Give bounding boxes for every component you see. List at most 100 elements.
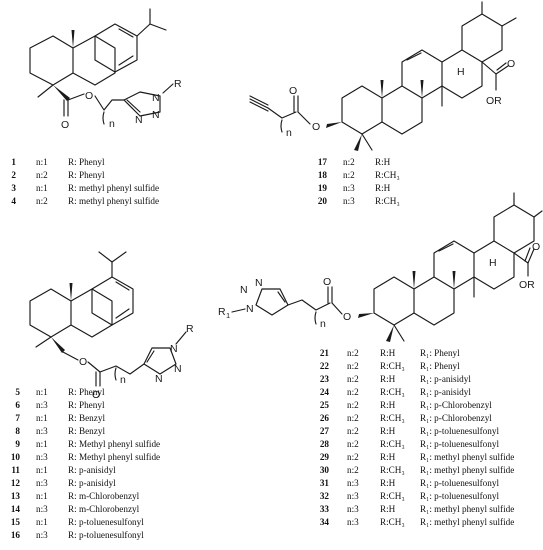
compound-r1-group: R₁: p-anisidyl bbox=[420, 374, 471, 384]
compound-row: 14 n:3 R: m-Chlorobenzyl bbox=[6, 503, 226, 516]
structure-oleanolic-alkyne-ester: H O OR O O n bbox=[249, 1, 517, 151]
label-r1-21-34: R bbox=[218, 306, 226, 318]
compound-n-value: n:3 bbox=[36, 504, 48, 514]
compound-n-value: n:2 bbox=[347, 374, 359, 384]
compound-number: 1 bbox=[11, 157, 16, 167]
compound-n-value: n:2 bbox=[36, 196, 48, 206]
compound-number: 7 bbox=[15, 413, 20, 423]
compound-n-value: n:3 bbox=[36, 400, 48, 410]
compound-n-value: n:3 bbox=[347, 478, 359, 488]
compound-number: 30 bbox=[319, 465, 329, 475]
compound-n-value: n:2 bbox=[347, 400, 359, 410]
compound-n-value: n:3 bbox=[36, 530, 48, 540]
compound-n-value: n:2 bbox=[347, 465, 359, 475]
compound-n-value: n:2 bbox=[347, 439, 359, 449]
compound-r1-group: R₁: methyl phenyl sulfide bbox=[420, 465, 515, 475]
atom-n1-5-16: N bbox=[170, 343, 178, 355]
compound-r-group: R:CH₃ bbox=[380, 361, 405, 371]
compound-r-group: R: methyl phenyl sulfide bbox=[68, 183, 160, 193]
atom-n2-21-34: N bbox=[240, 284, 248, 296]
compound-n-value: n:3 bbox=[347, 491, 359, 501]
compound-row: 19 n:3 R:H bbox=[313, 182, 453, 195]
compound-r-group: R:CH₃ bbox=[380, 491, 405, 501]
compound-row: 13 n:1 R: m-Chlorobenzyl bbox=[6, 490, 226, 503]
compound-r-group: R: Phenyl bbox=[68, 157, 105, 167]
compound-number: 28 bbox=[319, 439, 329, 449]
compound-r-group: R: p-toluenesulfonyl bbox=[68, 517, 144, 527]
compound-number: 26 bbox=[319, 413, 329, 423]
label-n-5-16: n bbox=[120, 374, 126, 386]
compound-n-value: n:1 bbox=[36, 491, 48, 501]
compound-number: 2 bbox=[11, 170, 16, 180]
atom-o-carbonyl-c3: O bbox=[289, 85, 297, 97]
atom-h-17-20: H bbox=[457, 66, 465, 78]
atom-o-carbonyl-21-34: O bbox=[532, 241, 540, 253]
compound-r1-group: R₁: p-Chlorobenzyl bbox=[420, 413, 492, 423]
compound-number: 8 bbox=[15, 426, 20, 436]
compound-row: 22 n:2 R:CH₃ R₁: Phenyl bbox=[315, 360, 540, 373]
compound-row: 4 n:2 R: methyl phenyl sulfide bbox=[6, 195, 216, 208]
compound-r-group: R:H bbox=[380, 452, 396, 462]
compound-row: 2 n:2 R: Phenyl bbox=[6, 169, 216, 182]
compound-row: 10 n:3 R: Methyl phenyl sulfide bbox=[6, 451, 226, 464]
atom-o-carbonyl-5-16: O bbox=[92, 389, 100, 401]
compound-row: 25 n:2 R:H R₁: p-Chlorobenzyl bbox=[315, 399, 540, 412]
label-or-17-20: OR bbox=[486, 95, 502, 107]
compound-r1-group: R₁: p-toluenesulfonyl bbox=[420, 426, 499, 436]
atom-o-c3-ester: O bbox=[312, 121, 320, 133]
compound-row: 3 n:1 R: methyl phenyl sulfide bbox=[6, 182, 216, 195]
compound-r-group: R: Benzyl bbox=[68, 413, 106, 423]
compound-n-value: n:2 bbox=[347, 348, 359, 358]
compound-row: 7 n:1 R: Benzyl bbox=[6, 412, 226, 425]
compound-n-value: n:2 bbox=[36, 170, 48, 180]
compound-number: 11 bbox=[11, 465, 20, 475]
atom-o-carbonyl-17-20: O bbox=[507, 58, 515, 70]
compound-r1-group: R₁: p-anisidyl bbox=[420, 387, 471, 397]
compound-r-group: R:H bbox=[380, 426, 396, 436]
compound-r-group: R: methyl phenyl sulfide bbox=[68, 196, 160, 206]
compound-n-value: n:3 bbox=[343, 196, 355, 206]
compound-r-group: R:CH₃ bbox=[375, 196, 400, 206]
compound-number: 9 bbox=[15, 439, 20, 449]
compound-n-value: n:2 bbox=[347, 387, 359, 397]
label-n-1-4: n bbox=[109, 118, 115, 130]
compound-r1-group: R₁: Phenyl bbox=[420, 348, 460, 358]
compound-n-value: n:2 bbox=[343, 170, 355, 180]
compound-n-value: n:3 bbox=[36, 452, 48, 462]
compound-number: 3 bbox=[11, 183, 16, 193]
compound-row: 12 n:3 R: p-anisidyl bbox=[6, 477, 226, 490]
label-or-21-34: OR bbox=[519, 279, 535, 291]
compound-row: 17 n:2 R:H bbox=[313, 156, 453, 169]
atom-n2: N bbox=[152, 109, 160, 121]
compound-number: 17 bbox=[317, 157, 327, 167]
label-r-1-4: R bbox=[174, 78, 182, 90]
compound-list-1-4: 1 n:1 R: Phenyl 2 n:2 R: Phenyl 3 n:1 R:… bbox=[6, 156, 216, 208]
compound-n-value: n:2 bbox=[347, 361, 359, 371]
compound-row: 9 n:1 R: Methyl phenyl sulfide bbox=[6, 438, 226, 451]
atom-o-ester: O bbox=[85, 90, 93, 102]
compound-r1-group: R₁: p-toluenesulfonyl bbox=[420, 478, 499, 488]
compound-r-group: R:H bbox=[380, 348, 396, 358]
compound-r-group: R: Phenyl bbox=[68, 170, 105, 180]
compound-number: 32 bbox=[319, 491, 329, 501]
atom-n3-21-34: N bbox=[246, 303, 254, 315]
atom-o-carbonyl: O bbox=[61, 119, 69, 131]
compound-row: 23 n:2 R:H R₁: p-anisidyl bbox=[315, 373, 540, 386]
compound-r1-group: R₁: methyl phenyl sulfide bbox=[420, 452, 515, 462]
compound-number: 29 bbox=[319, 452, 329, 462]
compound-n-value: n:1 bbox=[36, 183, 48, 193]
compound-row: 15 n:1 R: p-toluenesulfonyl bbox=[6, 516, 226, 529]
compound-number: 34 bbox=[319, 517, 329, 527]
compound-row: 33 n:3 R:H R₁: methyl phenyl sulfide bbox=[315, 503, 540, 516]
compound-r1-group: R₁: Phenyl bbox=[420, 361, 460, 371]
compound-number: 10 bbox=[10, 452, 20, 462]
compound-number: 24 bbox=[319, 387, 329, 397]
compound-number: 27 bbox=[319, 426, 329, 436]
structure-dehydroabietyl-triazole: O O n N N N R bbox=[29, 251, 194, 401]
compound-r-group: R:H bbox=[380, 374, 396, 384]
compound-r1-group: R₁: methyl phenyl sulfide bbox=[420, 517, 515, 527]
atom-o-ester-5-16: O bbox=[79, 356, 87, 368]
compound-r1-group: R₁: p-toluenesulfonyl bbox=[420, 491, 499, 501]
compound-row: 24 n:2 R:CH₃ R₁: p-anisidyl bbox=[315, 386, 540, 399]
